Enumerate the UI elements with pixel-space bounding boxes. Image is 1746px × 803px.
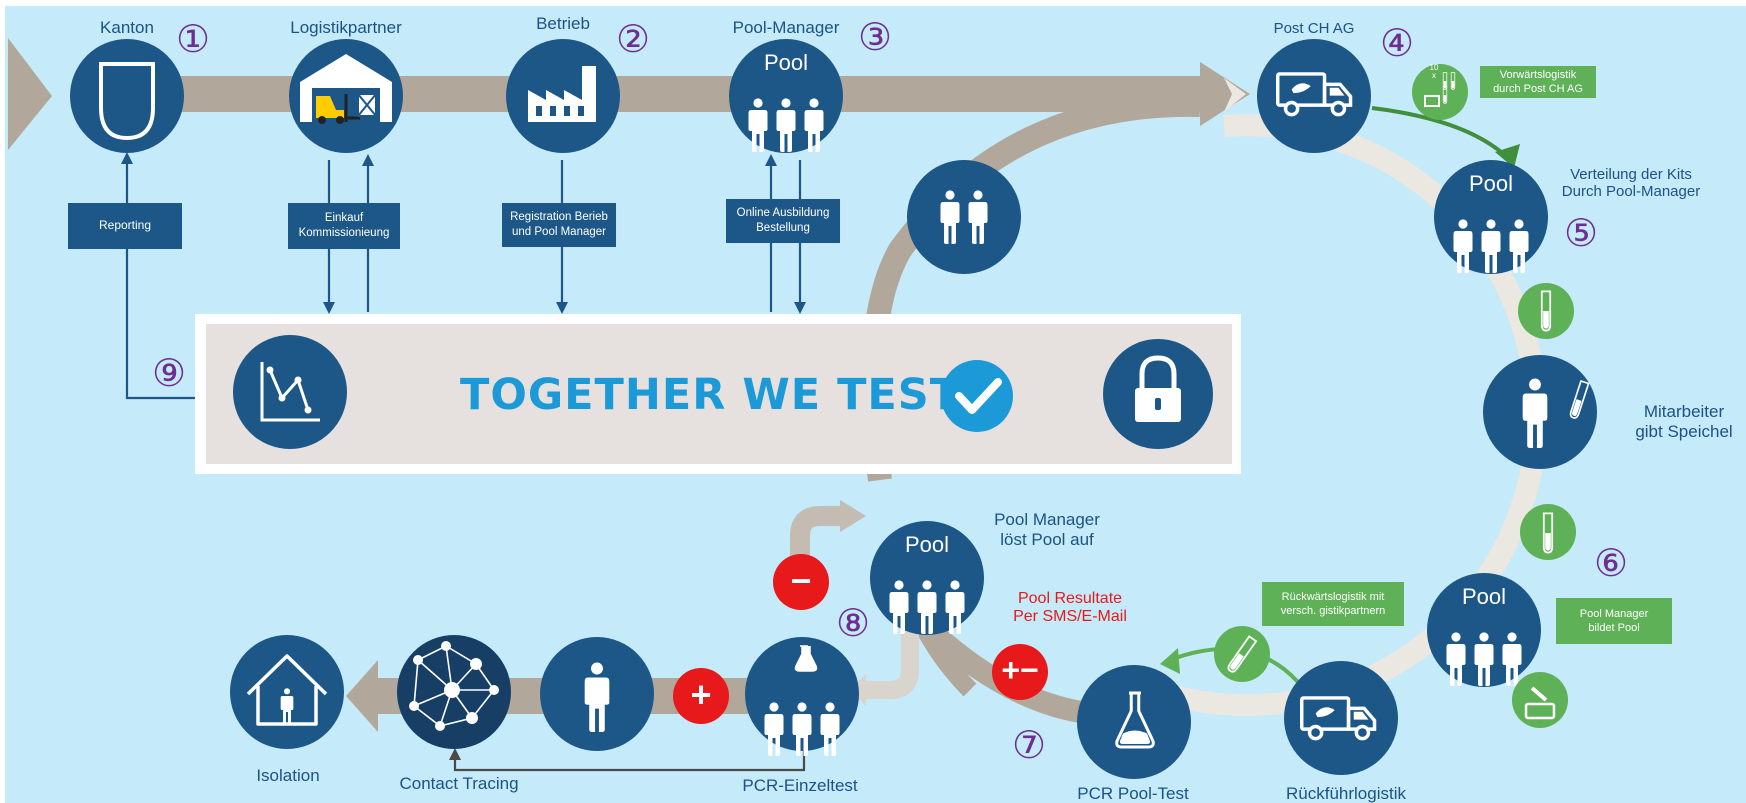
box-registration: Registration Berieb und Pool Manager [502, 203, 616, 247]
step-2: ② [616, 17, 651, 61]
label-isolation: Isolation [256, 766, 320, 785]
label-pool-results: Pool Resultate Per SMS/E-Mail [1013, 590, 1127, 626]
negative-sign [773, 554, 829, 610]
two-people-circle [907, 160, 1021, 274]
flask-icon [794, 645, 818, 672]
label-rueckfuehr: Rückführlogistik [1286, 784, 1406, 803]
box-reporting: Reporting [68, 203, 182, 249]
test-kit-icon [1412, 64, 1468, 120]
house-icon [246, 654, 328, 726]
test-tube-icon [1520, 504, 1576, 560]
label-post: Post CH AG [1273, 20, 1355, 37]
label-verteilung: Verteilung der Kits Durch Pool-Manager [1561, 166, 1701, 201]
pcr-pool-circle [1077, 665, 1191, 779]
chart-circle [233, 335, 347, 449]
check-badge-icon [941, 360, 1013, 432]
box-ausbildung: Online Ausbildung Bestellung [726, 199, 840, 243]
step-7: ⑦ [1012, 723, 1047, 767]
box-rueckwaerts: Rückwärtslogistik mit versch. gistikpart… [1262, 582, 1404, 626]
label-pool-aufloesen: Pool Manager löst Pool auf [994, 510, 1100, 549]
banner-title: TOGETHER WE TEST [460, 370, 961, 420]
box-vorwaerts: Vorwärtslogistik durch Post CH AG [1480, 66, 1596, 98]
entry-arrow [8, 38, 52, 150]
label-contact-tracing: Contact Tracing [399, 774, 519, 793]
shield-icon [99, 62, 155, 141]
plus-symbol: + [690, 674, 712, 715]
step-6: ⑥ [1594, 541, 1629, 585]
post-circle [1257, 39, 1371, 153]
step-9: ⑨ [152, 351, 187, 395]
minus-symbol: − [790, 560, 812, 601]
step-8: ⑧ [836, 601, 871, 645]
test-kit-icon [1512, 672, 1568, 728]
label-logistikpartner: Logistikpartner [290, 18, 402, 37]
box-einkauf: Einkauf Kommissionieung [288, 203, 400, 249]
label-pcr-einzel: PCR-Einzeltest [742, 776, 858, 795]
plus-minus-symbol: +− [1001, 652, 1039, 688]
label-kanton: Kanton [100, 18, 154, 37]
test-tube-icon [1518, 283, 1574, 339]
lock-icon [1135, 355, 1181, 422]
positive-sign [673, 668, 729, 724]
pool-word: Pool [763, 50, 809, 75]
plus-minus-sign [992, 644, 1048, 700]
box-bildet-pool: Pool Manager bildet Pool [1556, 598, 1672, 644]
step-5: ⑤ [1564, 211, 1599, 255]
betrieb-circle [506, 39, 620, 153]
step-1: ① [176, 17, 211, 61]
step-4: ④ [1380, 21, 1415, 65]
label-mitarbeiter: Mitarbeiter gibt Speichel [1635, 402, 1733, 441]
kanton-circle [70, 39, 184, 153]
pool-word: Pool [1461, 584, 1507, 609]
label-betrieb: Betrieb [536, 14, 590, 33]
label-pool-manager: Pool-Manager [732, 18, 840, 37]
label-pcr-pool: PCR Pool-Test [1077, 784, 1189, 803]
pool-word: Pool [904, 532, 950, 557]
rueckfuehr-circle [1284, 661, 1398, 775]
pool-word: Pool [1468, 171, 1514, 196]
step-3: ③ [858, 15, 893, 59]
kit-count-mark: 10 x [1429, 63, 1439, 80]
main-flow-arrow [110, 76, 1210, 112]
warehouse-forklift-icon [300, 54, 392, 124]
test-tube-icon [1214, 626, 1270, 682]
chart-icon [260, 362, 320, 422]
